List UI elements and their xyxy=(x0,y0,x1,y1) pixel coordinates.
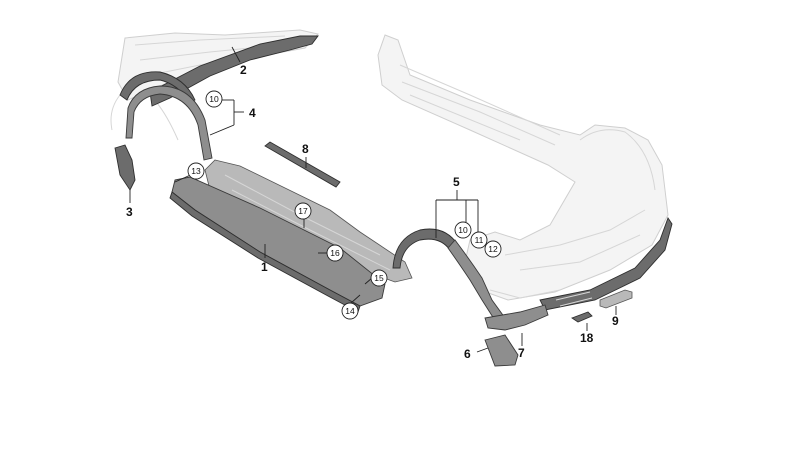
circled-label-13: 13 xyxy=(191,166,201,176)
circled-callout-11: 11 xyxy=(470,231,488,249)
circled-callout-13: 13 xyxy=(187,162,205,180)
circled-callout-17: 17 xyxy=(294,202,312,220)
part-4-wheel-arch-inner xyxy=(125,85,213,161)
part-2-spoiler xyxy=(149,35,319,107)
circled-callout-10-right: 10 xyxy=(454,221,472,239)
circled-label-10-left: 10 xyxy=(209,94,219,104)
circled-callout-10-left: 10 xyxy=(205,90,223,108)
callout-9: 9 xyxy=(612,314,619,328)
callout-3: 3 xyxy=(126,205,133,219)
callout-2: 2 xyxy=(240,63,247,77)
callout-18: 18 xyxy=(580,331,594,345)
callout-5: 5 xyxy=(453,175,460,189)
circled-callout-15: 15 xyxy=(370,269,388,287)
circled-callout-14: 14 xyxy=(341,302,359,320)
circled-label-10-right: 10 xyxy=(458,225,468,235)
circled-label-11: 11 xyxy=(475,235,484,245)
part-3-trim-piece xyxy=(114,144,136,191)
callout-6: 6 xyxy=(464,347,471,361)
part-8-trim-strip xyxy=(264,141,341,188)
rear-body-ghost xyxy=(377,34,669,301)
callout-7: 7 xyxy=(518,346,525,360)
circled-callout-16: 16 xyxy=(326,244,344,262)
circled-label-16: 16 xyxy=(330,248,340,258)
callout-4: 4 xyxy=(249,106,256,120)
part-18-clip xyxy=(571,311,593,323)
circled-label-15: 15 xyxy=(374,273,384,283)
part-9-exhaust-trim xyxy=(599,289,633,309)
circled-label-17: 17 xyxy=(298,206,308,216)
rear-bumper-lower xyxy=(539,217,673,311)
part-6-trim xyxy=(484,334,519,367)
part-7-diffuser xyxy=(484,304,549,331)
callout-8: 8 xyxy=(302,142,309,156)
circled-label-12: 12 xyxy=(488,244,498,254)
callout-1: 1 xyxy=(261,260,268,274)
circled-label-14: 14 xyxy=(345,306,355,316)
circled-callout-12: 12 xyxy=(484,240,502,258)
leader-lines xyxy=(129,46,617,353)
